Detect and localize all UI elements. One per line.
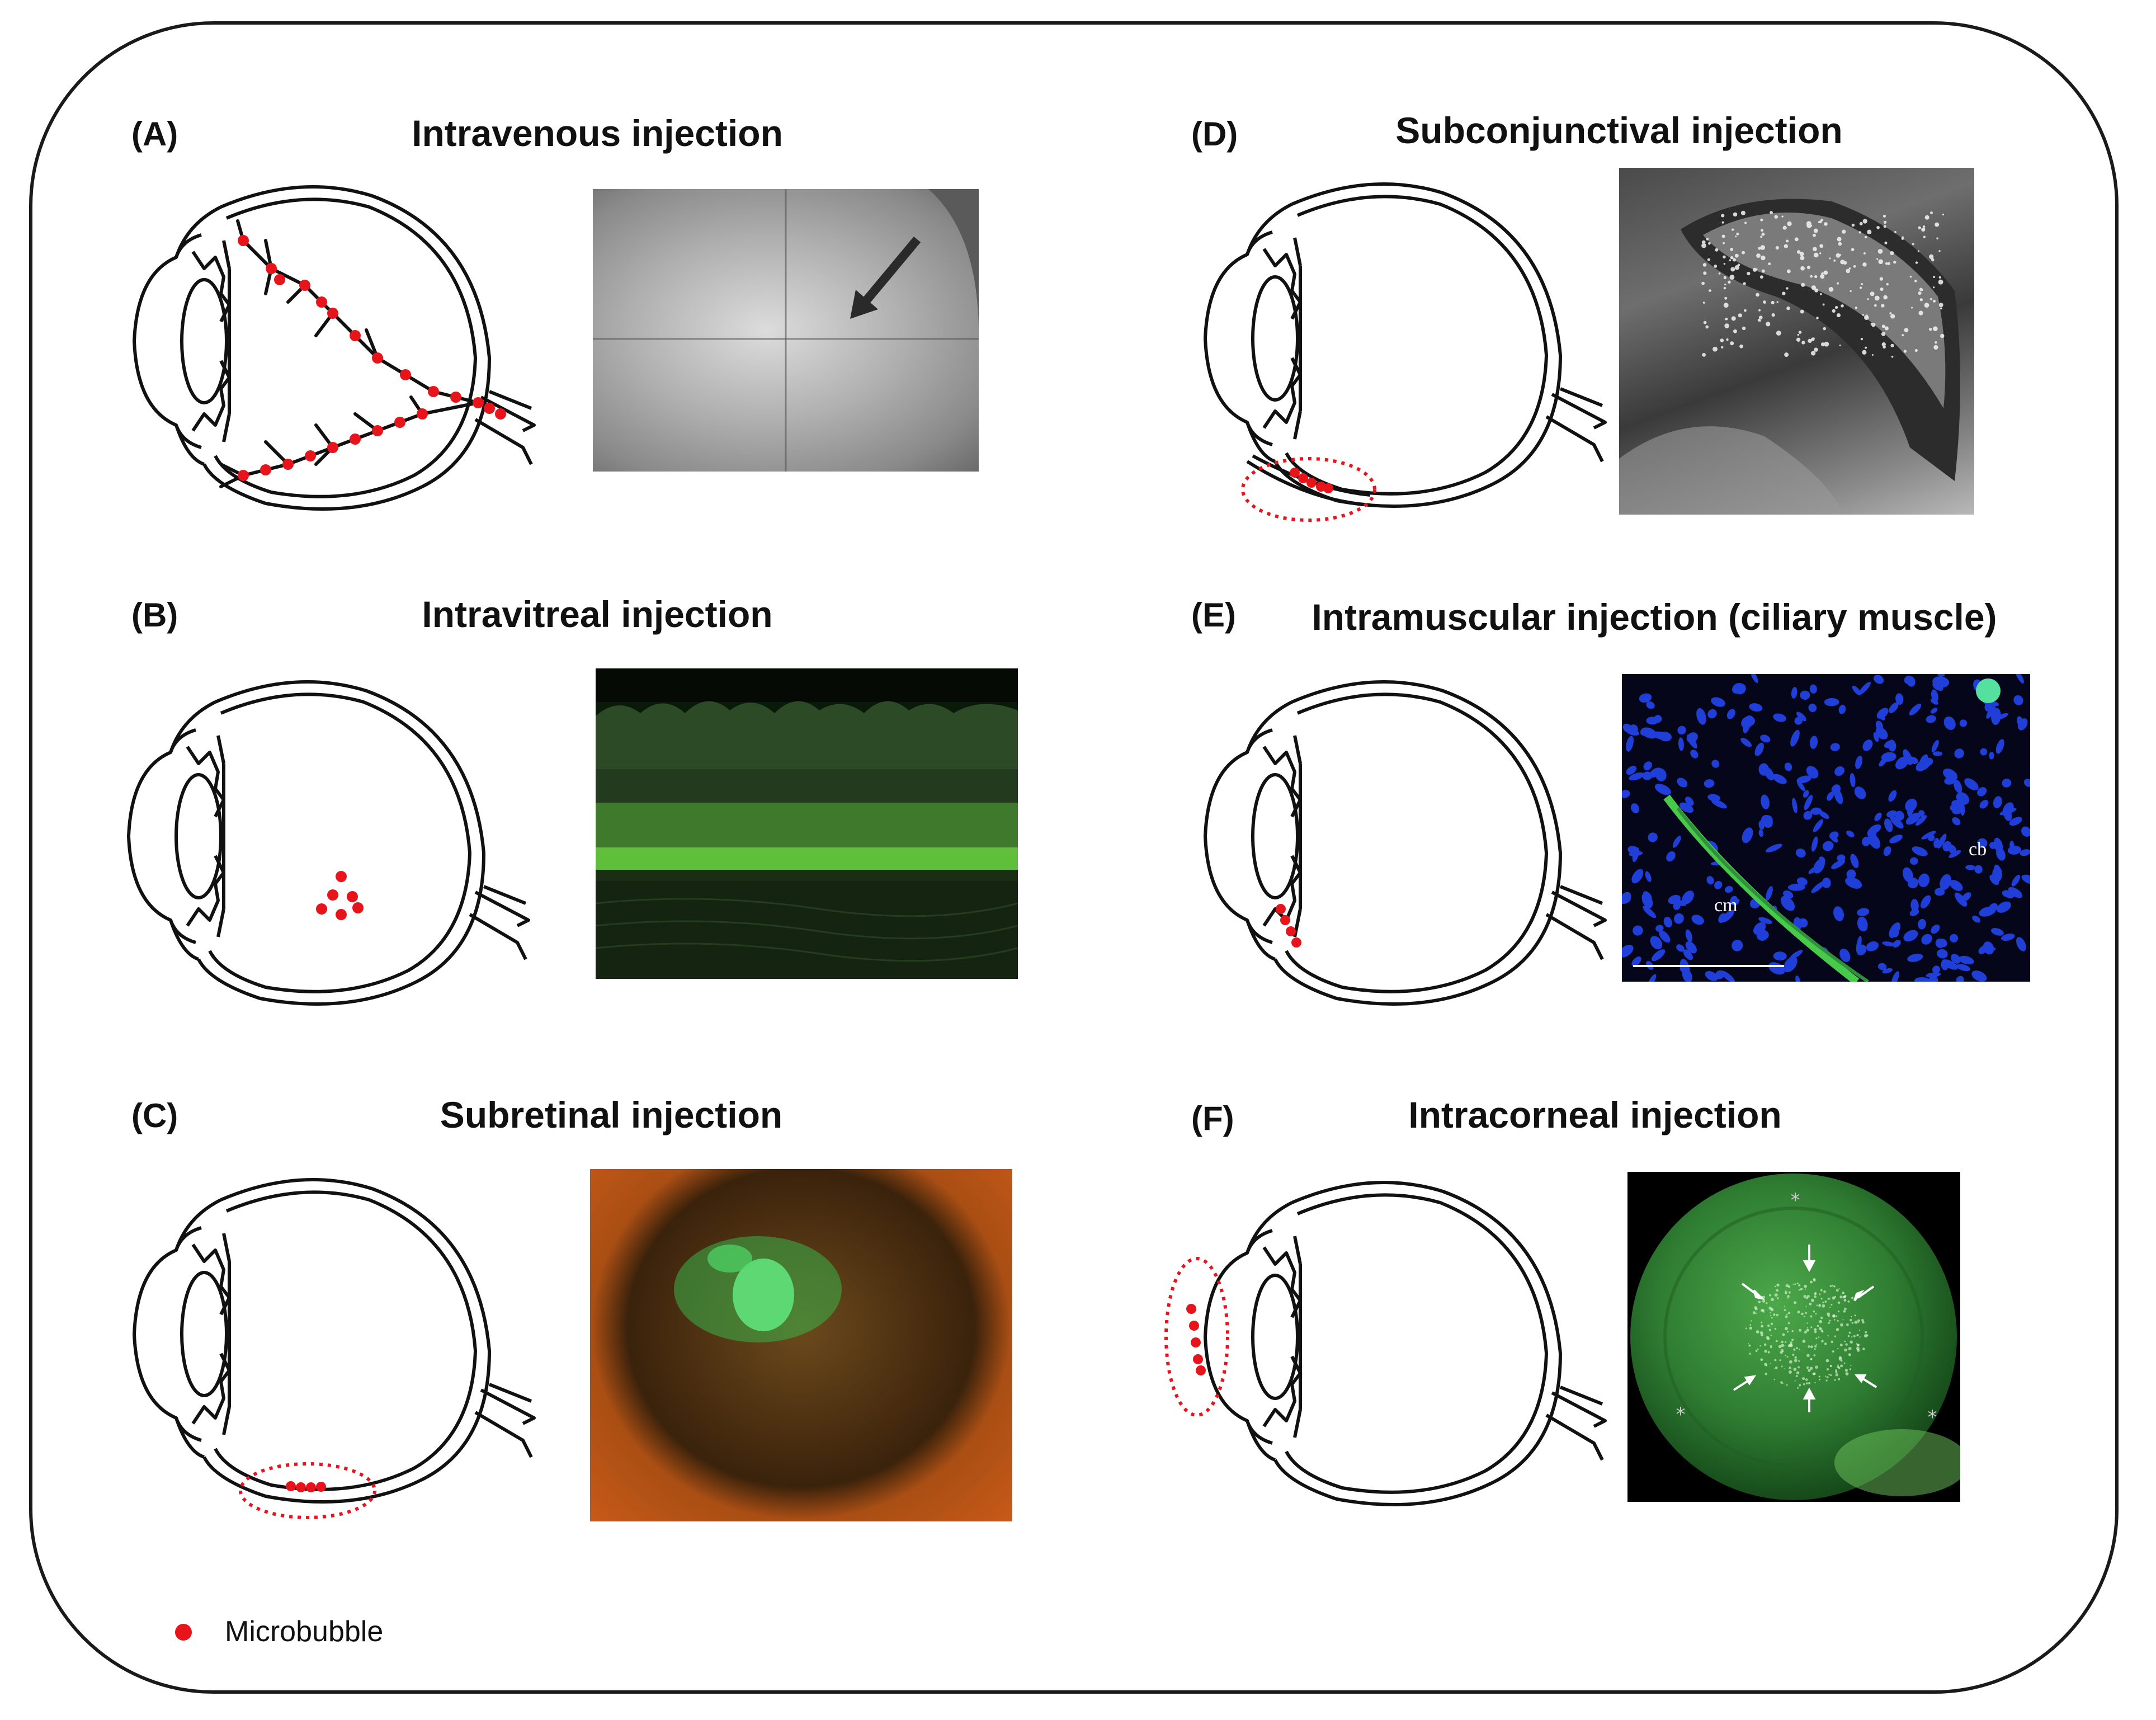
svg-text:*: * bbox=[1676, 1403, 1686, 1426]
microbubble-dot bbox=[238, 470, 249, 481]
injection-site-highlight-d bbox=[1241, 457, 1376, 522]
microbubble-dot bbox=[495, 408, 506, 420]
panel-b-title: Intravitreal injection bbox=[422, 593, 773, 635]
microbubble-dot bbox=[450, 392, 461, 403]
cb-label: cb bbox=[1969, 839, 1987, 860]
panel-f-title: Intracorneal injection bbox=[1408, 1094, 1782, 1135]
microbubbles-b bbox=[316, 871, 364, 920]
microbubbles-e bbox=[1276, 904, 1301, 948]
panel-a-title: Intravenous injection bbox=[412, 112, 783, 154]
injection-site-highlight-c bbox=[239, 1462, 376, 1519]
microbubble-dot bbox=[400, 369, 411, 380]
microbubble-dot bbox=[282, 459, 294, 470]
microbubble-legend-icon bbox=[175, 1624, 192, 1641]
microbubble-dot bbox=[428, 386, 439, 397]
panel-e-title: Intramuscular injection (ciliary muscle) bbox=[1311, 596, 1997, 638]
panel-b-letter: (B) bbox=[131, 596, 178, 634]
cm-label: cm bbox=[1714, 895, 1738, 916]
microbubble-dot bbox=[274, 274, 285, 285]
microbubble-dot bbox=[266, 263, 277, 274]
panel-a-letter: (A) bbox=[131, 115, 178, 153]
microbubble-dot bbox=[260, 464, 271, 475]
eye-diagram-e bbox=[1202, 668, 1605, 998]
eye-diagram-d bbox=[1202, 171, 1605, 522]
retina-section-photo-b bbox=[596, 668, 1018, 979]
eye-diagram-b bbox=[126, 668, 529, 998]
microbubble-dot bbox=[372, 425, 383, 436]
panel-c-title: Subretinal injection bbox=[440, 1094, 783, 1135]
panel-c-letter: (C) bbox=[131, 1097, 178, 1134]
microbubbles-d bbox=[1290, 468, 1333, 493]
microbubble-dot bbox=[316, 296, 327, 308]
microbubble-dot bbox=[305, 450, 316, 461]
panel-f-letter: (F) bbox=[1191, 1100, 1234, 1137]
microbubble-dot bbox=[299, 280, 310, 291]
microbubble-dot bbox=[238, 235, 249, 246]
eye-diagram-f bbox=[1164, 1169, 1605, 1499]
microbubble-dot bbox=[350, 433, 361, 445]
microbubbles-f bbox=[1186, 1304, 1206, 1375]
microbubble-dot bbox=[350, 330, 361, 341]
fundus-photo-c bbox=[590, 1169, 1012, 1521]
figure-frame bbox=[29, 21, 2119, 1694]
svg-text:*: * bbox=[1791, 1189, 1800, 1212]
sclera-photo-d bbox=[1619, 168, 1974, 515]
microbubble-dot bbox=[394, 417, 405, 428]
panel-d-title: Subconjunctival injection bbox=[1395, 110, 1843, 151]
microbubble-dot bbox=[327, 442, 338, 453]
cornea-photo-f: * * * bbox=[1627, 1172, 1960, 1502]
microbubble-dot bbox=[327, 308, 338, 319]
ciliary-muscle-photo-e: cm cb bbox=[1622, 674, 2030, 982]
microbubble-dot bbox=[484, 403, 495, 414]
microbubble-dot bbox=[417, 408, 428, 420]
microbubbles-c bbox=[286, 1481, 326, 1492]
injection-site-highlight-f bbox=[1164, 1257, 1229, 1417]
eye-diagram-c bbox=[131, 1166, 534, 1519]
microbubbles-a bbox=[238, 235, 506, 481]
microbubble-legend-label: Microbubble bbox=[225, 1615, 384, 1648]
microbubble-dot bbox=[372, 352, 383, 364]
panel-d-letter: (D) bbox=[1191, 115, 1238, 153]
microbubble-dot bbox=[473, 397, 484, 408]
panel-e-letter: (E) bbox=[1191, 596, 1236, 634]
fundus-photo-a bbox=[593, 189, 979, 472]
svg-text:*: * bbox=[1928, 1406, 1937, 1429]
